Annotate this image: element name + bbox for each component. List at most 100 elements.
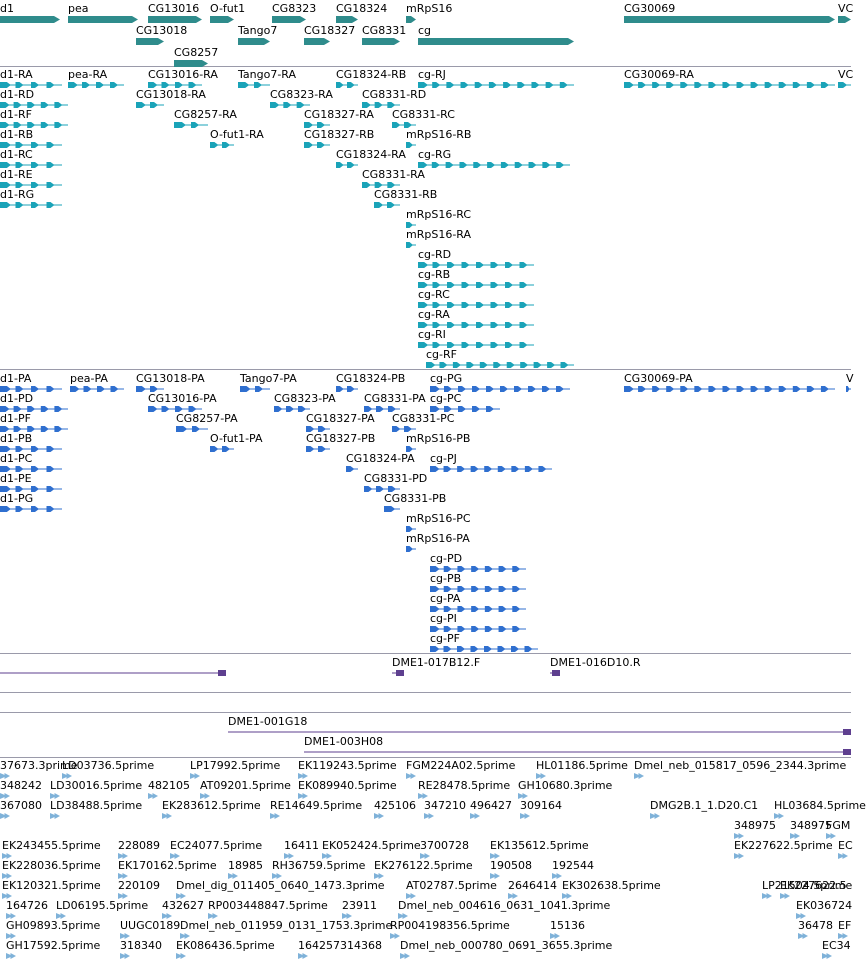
gene-label: CG8323 [272,2,317,15]
transcript-glyph [174,122,208,128]
clone-glyph [0,670,226,676]
protein-label: O-fut1-PA [210,432,263,445]
est-label: GH10680.3prime [518,779,613,792]
transcript-glyph [406,142,416,148]
est-glyph [176,953,186,959]
transcript-glyph [406,222,416,228]
est-glyph [6,913,16,919]
est-label: EF [838,919,852,932]
transcript-glyph [418,282,534,288]
gene-label: cg [418,24,432,37]
transcript-glyph [418,322,534,328]
track-separator [0,66,851,67]
protein-label: cg-PG [430,372,463,385]
est-glyph [270,813,280,819]
transcript-glyph [406,242,416,248]
est-label: EK052424.5prime [322,839,421,852]
track-separator [0,369,851,370]
est-label: RE14649.5prime [270,799,363,812]
est-label: 164257314368 [298,939,382,952]
est-label: 228089 [118,839,160,852]
transcript-label: CG8331-RB [374,188,438,201]
gene-glyph [68,16,138,23]
est-glyph [118,893,128,899]
protein-label: mRpS16-PB [406,432,471,445]
gene-glyph [624,16,835,23]
est-glyph [774,813,784,819]
est-glyph [734,853,744,859]
est-glyph [6,933,16,939]
est-glyph [374,813,384,819]
est-glyph [790,833,800,839]
est-label: 367080 [0,799,42,812]
est-glyph [272,873,282,879]
est-glyph [520,813,530,819]
protein-label: d1-PF [0,412,31,425]
est-glyph [120,953,130,959]
transcript-label: cg-RC [418,288,450,301]
transcript-glyph [0,102,68,108]
est-label: LD06195.5prime [56,899,149,912]
track-separator [0,757,851,758]
gene-label: CG8331 [362,24,407,37]
protein-label: cg-PB [430,572,462,585]
gene-label: CG18324 [336,2,388,15]
transcript-label: cg-RG [418,148,452,161]
est-glyph [634,773,644,779]
est-label: AT09201.5prime [200,779,291,792]
est-label: EK170162.5prime [118,859,217,872]
protein-glyph [846,386,851,392]
gene-glyph [362,38,400,45]
protein-label: CG13018-PA [136,372,205,385]
est-glyph [56,913,66,919]
est-glyph [406,893,416,899]
gene-label: CG13016 [148,2,200,15]
est-glyph [550,933,560,939]
est-glyph [424,813,434,819]
protein-glyph [0,466,62,472]
transcript-glyph [0,162,62,168]
transcript-label: mRpS16-RA [406,228,472,241]
protein-label: CG18327-PB [306,432,376,445]
est-label: 318340 [120,939,162,952]
transcript-label: cg-RD [418,248,452,261]
transcript-glyph [418,302,534,308]
transcript-glyph [0,182,62,188]
est-label: EK283612.5prime [162,799,261,812]
protein-label: mRpS16-PC [406,512,471,525]
est-label: Dmel_neb_015817_0596_2344.3prime [634,759,847,772]
est-glyph [120,933,130,939]
est-label: GH17592.5prime [6,939,101,952]
est-label: EC34 [822,939,851,952]
est-glyph [228,873,238,879]
est-label: 432627 [162,899,204,912]
est-label: 2646414 [508,879,557,892]
est-label: 482105 [148,779,190,792]
est-label: RH36759.5prime [272,859,366,872]
est-label: EK119243.5prime [298,759,397,772]
est-label: EK227622.5prime [734,839,833,852]
protein-label: cg-PJ [430,452,457,465]
est-label: LD03736.5prime [62,759,155,772]
track-separator [0,692,851,693]
transcript-glyph [0,82,62,88]
est-glyph [200,793,210,799]
est-label: 220109 [118,879,160,892]
protein-glyph [430,406,500,412]
gene-glyph [136,38,164,45]
est-label: Dmel_neb_004616_0631_1041.3prime [398,899,611,912]
gene-glyph [304,38,330,45]
est-label: RP003448847.5prime [208,899,328,912]
protein-glyph [406,546,416,552]
est-label: RP004198356.5prime [390,919,510,932]
gene-label: mRpS16 [406,2,453,15]
est-label: 348975 [790,819,832,832]
protein-label: cg-PI [430,612,457,625]
est-glyph [822,953,832,959]
est-glyph [62,773,72,779]
transcript-glyph [374,202,400,208]
transcript-label: O-fut1-RA [210,128,264,141]
gene-glyph [838,16,851,23]
protein-glyph [240,386,270,392]
protein-glyph [0,506,62,512]
